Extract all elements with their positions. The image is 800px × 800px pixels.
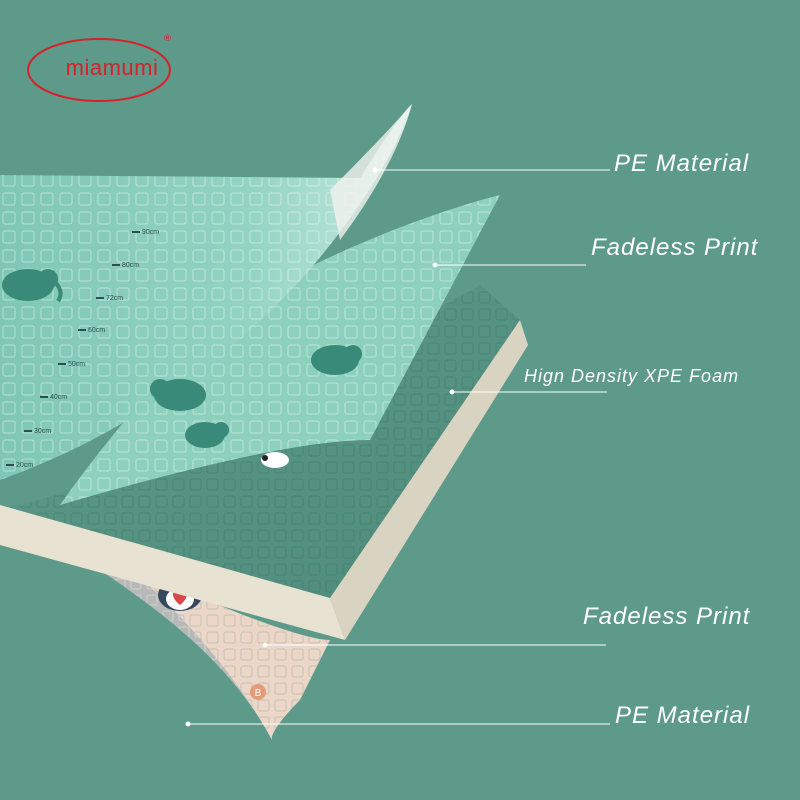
brand-logo-text: miamumi [65, 55, 159, 80]
callout-fadeless-print-top: Fadeless Print [591, 234, 759, 261]
foam-edge [0, 505, 345, 640]
callout-pe-material-bottom: PE Material [615, 702, 751, 729]
ruler-mark: 30cm [34, 428, 51, 435]
elephant-icon [150, 379, 206, 411]
ruler-mark: 40cm [50, 394, 67, 401]
svg-text:B: B [255, 688, 262, 699]
registered-mark: ® [163, 34, 172, 44]
bird-icon [261, 452, 289, 468]
callout-xpe-foam: Hign Density XPE Foam [524, 366, 740, 386]
ruler-mark: 72cm [106, 295, 123, 302]
elephant-icon [311, 345, 362, 375]
elephant-icon [185, 422, 229, 448]
ruler-mark: 60cm [88, 327, 105, 334]
letter-b-icon: B [250, 684, 266, 700]
ruler-mark: 50cm [68, 361, 85, 368]
ruler-mark: 90cm [142, 229, 159, 236]
callout-fadeless-print-bottom: Fadeless Print [583, 603, 751, 630]
brand-oval [27, 38, 171, 102]
ruler-mark: 80cm [122, 262, 139, 269]
callout-pe-material-top: PE Material [614, 150, 750, 177]
ruler: 90cm 80cm 72cm 60cm 50cm 40cm 30cm 20cm [6, 229, 159, 469]
elephant-icon [2, 269, 63, 303]
ruler-mark: 20cm [16, 462, 33, 469]
